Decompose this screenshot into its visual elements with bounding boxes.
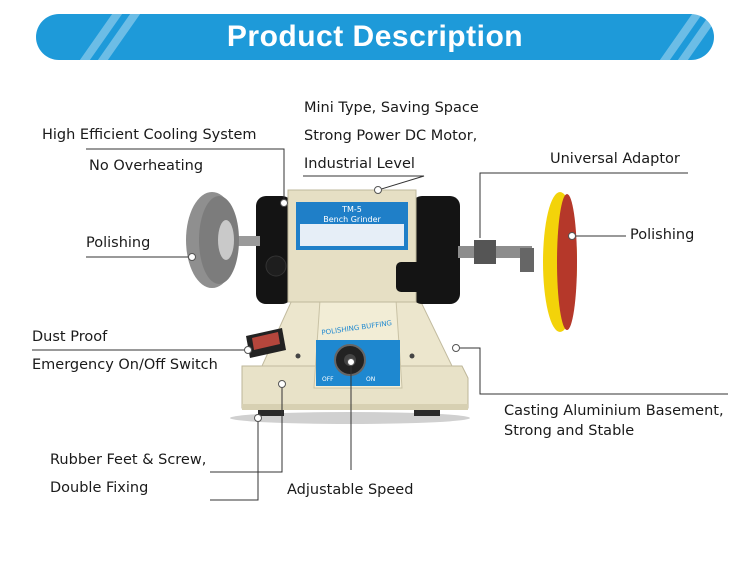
motor-lock-nut [396, 262, 424, 292]
marker-casting [452, 344, 460, 352]
screw-right [409, 353, 415, 359]
label-feet-line2: Double Fixing [50, 480, 149, 496]
leader-cooling [86, 148, 285, 203]
marker-polishing-left [188, 253, 196, 261]
base-shadow [230, 412, 470, 424]
label-feet-line1: Rubber Feet & Screw, [50, 452, 207, 468]
leader-adaptor [479, 172, 688, 238]
leader-feet-b [210, 418, 259, 501]
label-dust-line1: Dust Proof [32, 329, 108, 345]
marker-speed [347, 358, 355, 366]
label-adaptor: Universal Adaptor [550, 151, 680, 167]
adaptor-nut [520, 248, 534, 272]
leader-motor [303, 175, 425, 191]
label-motor-line1: Mini Type, Saving Space [304, 100, 479, 116]
banner-title: Product Description [226, 20, 524, 53]
label-motor-line3: Industrial Level [304, 156, 415, 172]
label-cooling-line1: High Efficient Cooling System [42, 127, 257, 143]
leader-casting [456, 347, 728, 395]
label-polishing-left: Polishing [86, 235, 151, 251]
marker-cooling [280, 199, 288, 207]
motor-cap-left [256, 196, 292, 304]
motor-vent [265, 255, 287, 277]
marker-feet-a [278, 380, 286, 388]
emergency-switch-button [252, 332, 280, 350]
dial-on-label: ON [366, 376, 375, 383]
wheel-flange [218, 220, 234, 260]
leader-feet-a [210, 384, 283, 473]
motor-label-panel [300, 224, 404, 246]
label-casting-line1: Casting Aluminium Basement, [504, 403, 724, 419]
label-dust-line2: Emergency On/Off Switch [32, 357, 218, 373]
marker-polishing-right [568, 232, 576, 240]
marker-feet-b [254, 414, 262, 422]
label-polishing-right: Polishing [630, 227, 695, 243]
polishing-pad-face [557, 194, 577, 330]
label-speed: Adjustable Speed [287, 482, 414, 498]
motor-model: TM-5 [341, 205, 362, 214]
base-edge [242, 404, 468, 410]
marker-motor [374, 186, 382, 194]
header-banner: Product Description [36, 14, 721, 60]
label-cooling-line2: No Overheating [89, 158, 204, 174]
motor-name: Bench Grinder [323, 215, 381, 224]
marker-dust [244, 346, 252, 354]
adaptor [474, 240, 496, 264]
label-motor-line2: Strong Power DC Motor, [304, 128, 478, 144]
dial-off-label: OFF [322, 376, 334, 383]
label-casting-line2: Strong and Stable [504, 423, 635, 439]
screw-left [295, 353, 301, 359]
